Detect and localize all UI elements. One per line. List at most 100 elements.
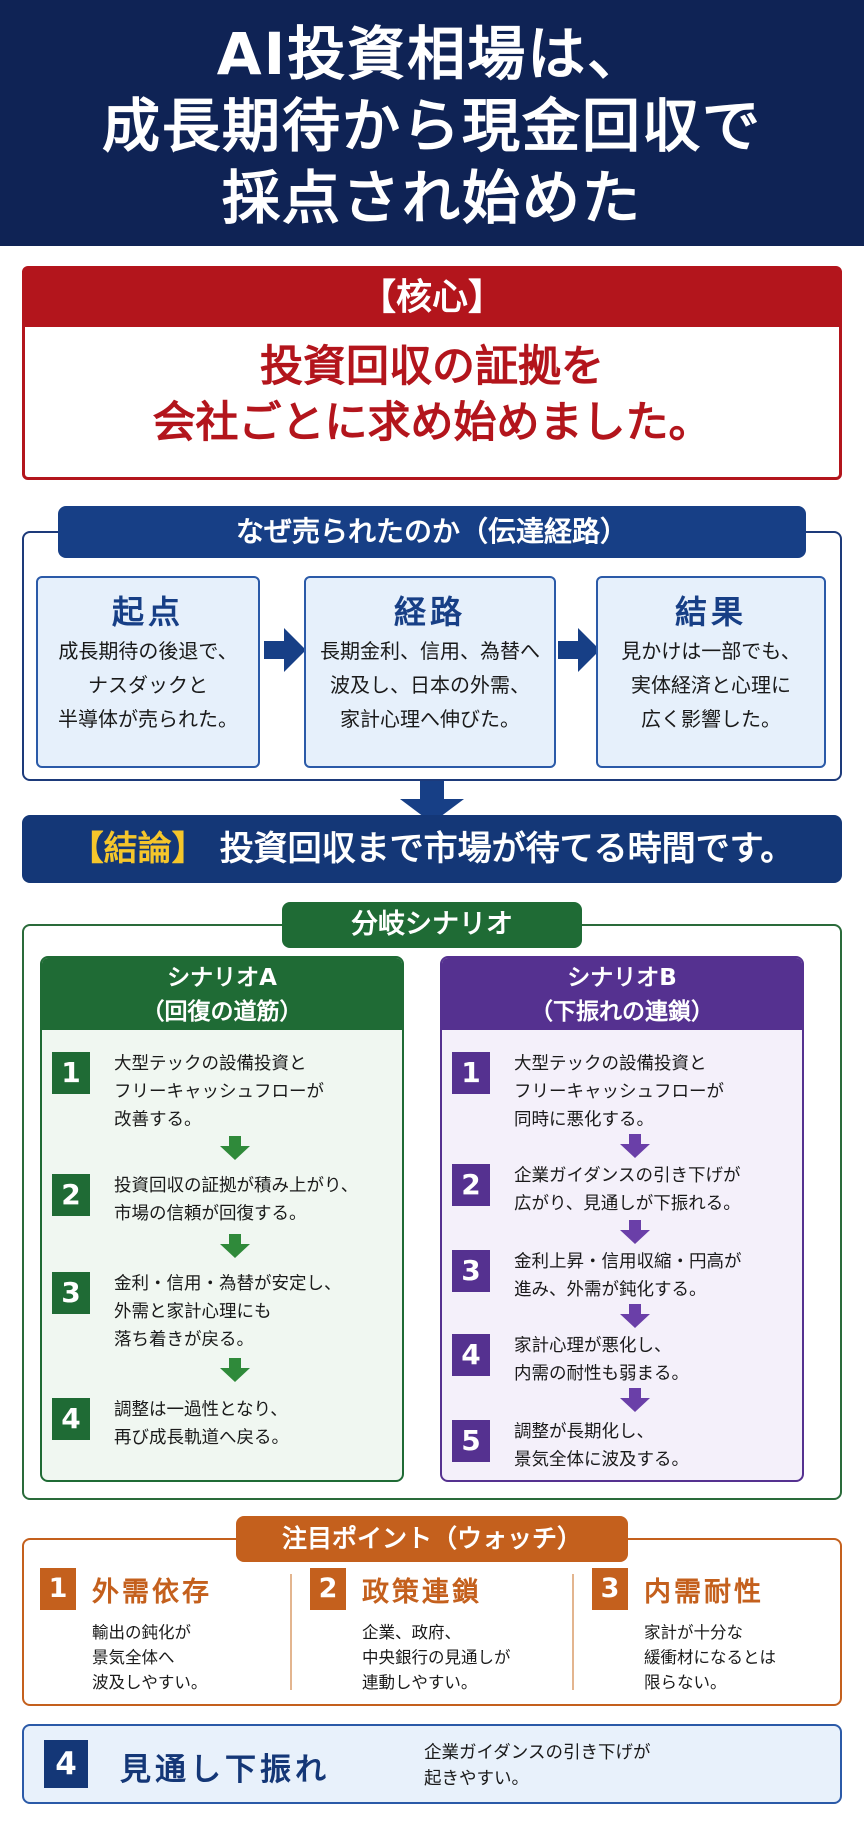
watch-item-1: 1 外需依存 輸出の鈍化が 景気全体へ 波及しやすい。 bbox=[40, 1568, 302, 1696]
conclusion-banner: 【結論】投資回収まで市場が待てる時間です。 bbox=[22, 815, 842, 883]
route-box-text: 広く影響した。 bbox=[641, 707, 781, 731]
scenario-b-subtitle: （下振れの連鎖） bbox=[530, 999, 714, 1025]
watch-divider bbox=[572, 1574, 574, 1690]
route-box-title: 結果 bbox=[674, 593, 747, 631]
watch-line: 中央銀行の見通しが bbox=[362, 1648, 511, 1667]
scenario-b-header: シナリオB （下振れの連鎖） bbox=[442, 958, 802, 1030]
watch-line: 波及しやすい。 bbox=[92, 1673, 208, 1692]
scenario-a-panel: シナリオA （回復の道筋） 1 大型テックの設備投資と フリーキャッシュフローが… bbox=[40, 956, 404, 1482]
watch-item-text: 企業ガイダンスの引き下げが 起きやすい。 bbox=[424, 1740, 650, 1792]
step-line: 大型テックの設備投資と bbox=[514, 1054, 707, 1074]
headline-line-1: AI投資相場は、 bbox=[216, 20, 648, 88]
route-box-title: 経路 bbox=[393, 593, 466, 631]
down-arrow-icon bbox=[620, 1304, 650, 1330]
step-text: 大型テックの設備投資と フリーキャッシュフローが 同時に悪化する。 bbox=[514, 1050, 724, 1134]
step-line: 金利上昇・信用収縮・円高が bbox=[514, 1252, 742, 1272]
watch-item-4: 4 見通し下振れ 企業ガイダンスの引き下げが 起きやすい。 bbox=[22, 1724, 842, 1804]
core-panel: 【核心】 投資回収の証拠を 会社ごとに求め始めました。 bbox=[22, 266, 842, 480]
step-number: 3 bbox=[52, 1272, 90, 1314]
step-line: 調整は一過性となり、 bbox=[114, 1400, 288, 1420]
watch-number: 1 bbox=[40, 1568, 76, 1610]
step-line: 金利・信用・為替が安定し、 bbox=[114, 1274, 342, 1294]
step-line: 投資回収の証拠が積み上がり、 bbox=[114, 1176, 359, 1196]
step-line: 外需と家計心理にも bbox=[114, 1302, 272, 1322]
step-line: 調整が長期化し、 bbox=[514, 1422, 654, 1442]
step-line: 市場の信頼が回復する。 bbox=[114, 1204, 307, 1224]
route-box-text: 家計心理へ伸びた。 bbox=[340, 707, 520, 731]
step-number: 1 bbox=[52, 1052, 90, 1094]
route-box-result: 結果 見かけは一部でも、 実体経済と心理に 広く影響した。 bbox=[596, 576, 826, 768]
core-line-2: 会社ごとに求め始めました。 bbox=[152, 398, 712, 448]
down-arrow-icon bbox=[620, 1388, 650, 1414]
step-text: 企業ガイダンスの引き下げが 広がり、見通しが下振れる。 bbox=[514, 1162, 741, 1218]
core-label: 【核心】 bbox=[25, 269, 839, 327]
down-arrow-icon bbox=[620, 1220, 650, 1246]
right-arrow-icon bbox=[558, 628, 600, 672]
step-line: フリーキャッシュフローが bbox=[514, 1082, 724, 1102]
step-line: フリーキャッシュフローが bbox=[114, 1082, 324, 1102]
down-arrow-icon bbox=[220, 1234, 250, 1260]
route-box-text: 実体経済と心理に bbox=[631, 673, 791, 697]
watch-item-text: 輸出の鈍化が 景気全体へ 波及しやすい。 bbox=[92, 1620, 207, 1695]
watch-item-2: 2 政策連鎖 企業、政府、 中央銀行の見通しが 連動しやすい。 bbox=[310, 1568, 572, 1696]
step-number: 3 bbox=[452, 1250, 490, 1292]
step-line: 進み、外需が鈍化する。 bbox=[514, 1280, 707, 1300]
scenario-title: 分岐シナリオ bbox=[282, 902, 582, 948]
watch-number: 4 bbox=[44, 1740, 88, 1788]
step-line: 企業ガイダンスの引き下げが bbox=[514, 1166, 741, 1186]
step-text: 調整が長期化し、 景気全体に波及する。 bbox=[514, 1418, 689, 1474]
scenario-a-subtitle: （回復の道筋） bbox=[141, 999, 303, 1025]
step-number: 2 bbox=[52, 1174, 90, 1216]
step-text: 家計心理が悪化し、 内需の耐性も弱まる。 bbox=[514, 1332, 689, 1388]
watch-line: 家計が十分な bbox=[644, 1623, 743, 1642]
route-box-text: ナスダックと bbox=[88, 673, 208, 697]
down-arrow-icon bbox=[620, 1134, 650, 1160]
step-line: 同時に悪化する。 bbox=[514, 1110, 654, 1130]
watch-item-3: 3 内需耐性 家計が十分な 緩衝材になるとは 限らない。 bbox=[592, 1568, 854, 1696]
watch-title: 注目ポイント（ウォッチ） bbox=[236, 1516, 628, 1562]
scenario-a-header: シナリオA （回復の道筋） bbox=[42, 958, 402, 1030]
route-box-title: 起点 bbox=[111, 593, 184, 631]
header-banner: AI投資相場は、 成長期待から現金回収で 採点され始めた bbox=[0, 0, 864, 246]
step-text: 大型テックの設備投資と フリーキャッシュフローが 改善する。 bbox=[114, 1050, 324, 1134]
step-number: 5 bbox=[452, 1420, 490, 1462]
route-box-origin: 起点 成長期待の後退で、 ナスダックと 半導体が売られた。 bbox=[36, 576, 260, 768]
watch-line: 企業、政府、 bbox=[362, 1623, 461, 1642]
step-line: 改善する。 bbox=[114, 1110, 202, 1130]
route-box-text: 半導体が売られた。 bbox=[58, 707, 238, 731]
route-box-text: 見かけは一部でも、 bbox=[621, 639, 801, 663]
route-box-text: 成長期待の後退で、 bbox=[58, 639, 238, 663]
scenario-b-name: シナリオB bbox=[567, 965, 677, 991]
step-text: 金利上昇・信用収縮・円高が 進み、外需が鈍化する。 bbox=[514, 1248, 742, 1304]
watch-line: 景気全体へ bbox=[92, 1648, 175, 1667]
step-text: 投資回収の証拠が積み上がり、 市場の信頼が回復する。 bbox=[114, 1172, 358, 1228]
headline-line-3: 採点され始めた bbox=[221, 164, 642, 232]
watch-number: 3 bbox=[592, 1568, 628, 1610]
step-line: 落ち着きが戻る。 bbox=[114, 1330, 254, 1350]
step-line: 大型テックの設備投資と bbox=[114, 1054, 307, 1074]
watch-item-title: 内需耐性 bbox=[644, 1577, 764, 1608]
core-line-1: 投資回収の証拠を bbox=[260, 342, 604, 392]
step-line: 景気全体に波及する。 bbox=[514, 1450, 689, 1470]
route-box-text: 長期金利、信用、為替へ bbox=[320, 639, 540, 663]
down-arrow-icon bbox=[220, 1358, 250, 1384]
watch-item-title: 政策連鎖 bbox=[362, 1577, 482, 1608]
watch-line: 輸出の鈍化が bbox=[92, 1623, 191, 1642]
scenario-a-name: シナリオA bbox=[167, 965, 277, 991]
watch-line: 起きやすい。 bbox=[424, 1769, 529, 1789]
step-text: 金利・信用・為替が安定し、 外需と家計心理にも 落ち着きが戻る。 bbox=[114, 1270, 342, 1354]
step-number: 2 bbox=[452, 1164, 490, 1206]
route-box-path: 経路 長期金利、信用、為替へ 波及し、日本の外需、 家計心理へ伸びた。 bbox=[304, 576, 556, 768]
watch-item-text: 企業、政府、 中央銀行の見通しが 連動しやすい。 bbox=[362, 1620, 511, 1695]
scenario-b-panel: シナリオB （下振れの連鎖） 1 大型テックの設備投資と フリーキャッシュフロー… bbox=[440, 956, 804, 1482]
step-number: 4 bbox=[452, 1334, 490, 1376]
watch-number: 2 bbox=[310, 1568, 346, 1610]
step-number: 4 bbox=[52, 1398, 90, 1440]
watch-item-title: 見通し下振れ bbox=[120, 1752, 330, 1788]
watch-item-title: 外需依存 bbox=[92, 1577, 212, 1608]
right-arrow-icon bbox=[264, 628, 306, 672]
step-text: 調整は一過性となり、 再び成長軌道へ戻る。 bbox=[114, 1396, 289, 1452]
headline-line-2: 成長期待から現金回収で bbox=[101, 92, 762, 160]
watch-item-text: 家計が十分な 緩衝材になるとは 限らない。 bbox=[644, 1620, 776, 1695]
route-title: なぜ売られたのか（伝達経路） bbox=[58, 506, 806, 558]
